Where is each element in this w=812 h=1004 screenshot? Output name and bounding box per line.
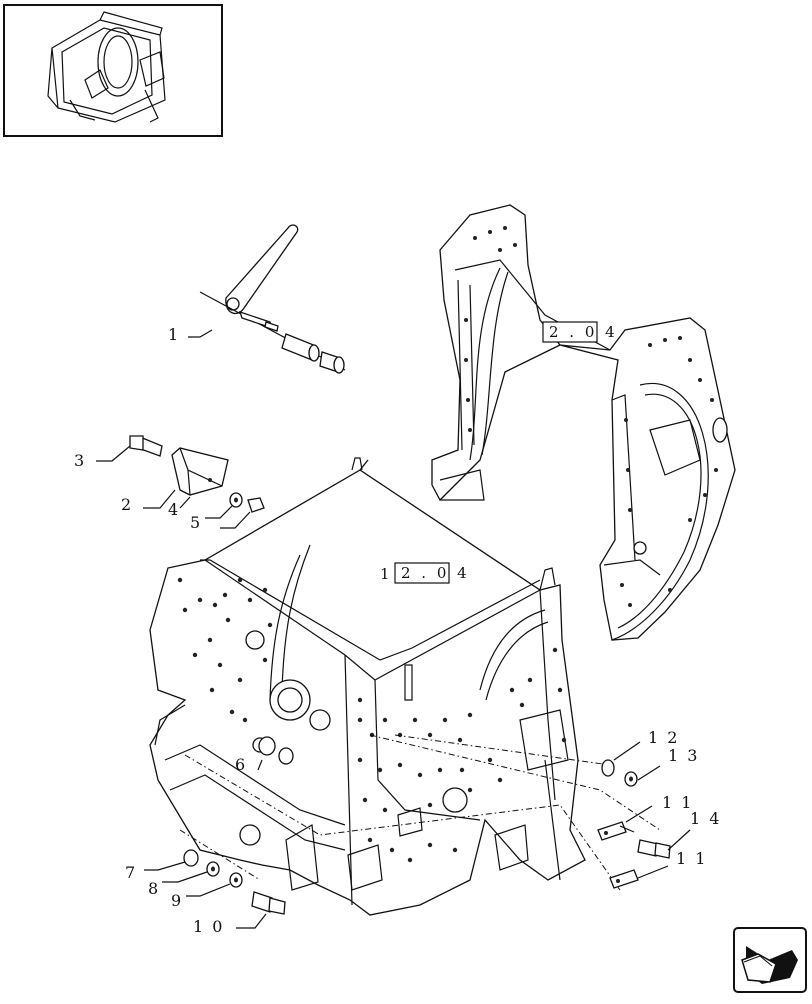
callout-3[interactable]: 3 <box>74 451 86 470</box>
callout-8[interactable]: 8 <box>148 879 160 898</box>
reference-box-center[interactable]: 1 2 . 0 4 <box>380 562 470 584</box>
overview-thumbnail[interactable] <box>3 4 223 137</box>
callout-leaders <box>96 329 691 929</box>
callout-2[interactable]: 2 <box>121 495 133 514</box>
callout-11-upper[interactable]: 1 1 <box>662 793 693 812</box>
callout-14[interactable]: 1 4 <box>690 809 721 828</box>
callout-1[interactable]: 1 <box>168 325 180 344</box>
part-lever-assembly <box>199 224 346 374</box>
reference-box-top-label: 2 . 0 4 <box>549 323 618 341</box>
callout-9[interactable]: 9 <box>171 891 183 910</box>
callout-13[interactable]: 1 3 <box>668 746 699 765</box>
reference-box-top[interactable]: 2 . 0 4 <box>542 321 618 343</box>
callout-labels: 1 3 2 4 5 6 7 8 9 1 0 1 2 1 3 1 1 1 4 1 … <box>74 325 721 936</box>
callout-7[interactable]: 7 <box>125 863 137 882</box>
callout-12[interactable]: 1 2 <box>648 728 679 747</box>
part-hardware-set <box>183 736 671 915</box>
callout-4[interactable]: 4 <box>168 500 180 519</box>
part-bracket-assembly <box>129 435 265 513</box>
reference-prefix: 1 <box>380 565 393 583</box>
main-frame <box>149 457 661 916</box>
callout-6[interactable]: 6 <box>235 755 247 774</box>
callout-11-lower[interactable]: 1 1 <box>676 849 707 868</box>
callout-10[interactable]: 1 0 <box>193 917 224 936</box>
rear-frame <box>431 204 736 641</box>
previous-page-arrow-icon[interactable] <box>733 927 807 993</box>
reference-box-center-label: 2 . 0 4 <box>401 564 470 582</box>
callout-5[interactable]: 5 <box>190 513 202 532</box>
